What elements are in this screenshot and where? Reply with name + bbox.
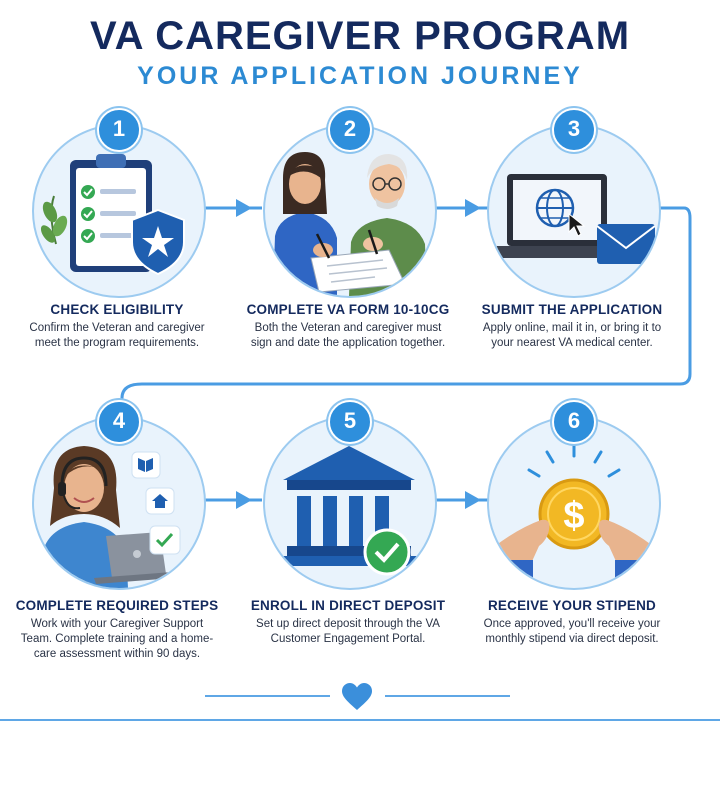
bank-checkmark-icon — [279, 446, 419, 576]
footer-rule — [0, 719, 720, 721]
page-subtitle: YOUR APPLICATION JOURNEY — [137, 62, 583, 90]
step-6-badge: 6 — [552, 400, 596, 444]
laptop-globe-envelope-icon — [489, 174, 656, 264]
step-3-title: SUBMIT THE APPLICATION — [481, 302, 663, 317]
svg-text:$: $ — [563, 495, 584, 537]
footer-divider-right — [385, 695, 510, 697]
step-2-illustration — [263, 124, 437, 298]
step-5-illustration — [263, 416, 437, 590]
step-4-illustration — [32, 416, 206, 590]
step-2-badge: 2 — [328, 108, 372, 152]
step-2-description: Both the Veteran and caregiver must sign… — [250, 322, 446, 349]
support-agent-laptop-icon — [40, 446, 181, 588]
step-1-illustration — [32, 124, 206, 298]
step-5-description: Set up direct deposit through the VA Cus… — [256, 618, 440, 645]
step-1-title: CHECK ELIGIBILITY — [50, 302, 184, 317]
footer-divider-left — [205, 695, 330, 697]
hands-gold-coin-icon: $ — [489, 442, 659, 586]
step-4-badge: 4 — [97, 400, 141, 444]
step-1-description: Confirm the Veteran and caregiver meet t… — [29, 322, 205, 349]
step-3-badge: 3 — [552, 108, 596, 152]
step-2-title: COMPLETE VA FORM 10-10CG — [246, 302, 450, 317]
step-3-illustration — [487, 124, 661, 298]
step-5-badge: 5 — [328, 400, 372, 444]
step-4-title: COMPLETE REQUIRED STEPS — [15, 598, 219, 613]
step-5-title: ENROLL IN DIRECT DEPOSIT — [250, 598, 446, 613]
arrow-icon — [236, 491, 252, 509]
clipboard-checklist-shield-icon — [40, 154, 185, 276]
heart-icon — [342, 683, 372, 710]
step-1-badge: 1 — [97, 108, 141, 152]
step-4-description: Work with your Caregiver Support Team. C… — [20, 618, 214, 660]
arrow-icon — [465, 199, 481, 217]
page-title: VA CAREGIVER PROGRAM — [89, 14, 631, 58]
veteran-and-caregiver-signing-icon — [273, 152, 427, 296]
step-6-description: Once approved, you'll receive your month… — [483, 618, 661, 645]
step-6-title: RECEIVE YOUR STIPEND — [487, 598, 657, 613]
arrow-icon — [236, 199, 252, 217]
step-3-description: Apply online, mail it in, or bring it to… — [482, 322, 662, 349]
arrow-icon — [465, 491, 481, 509]
